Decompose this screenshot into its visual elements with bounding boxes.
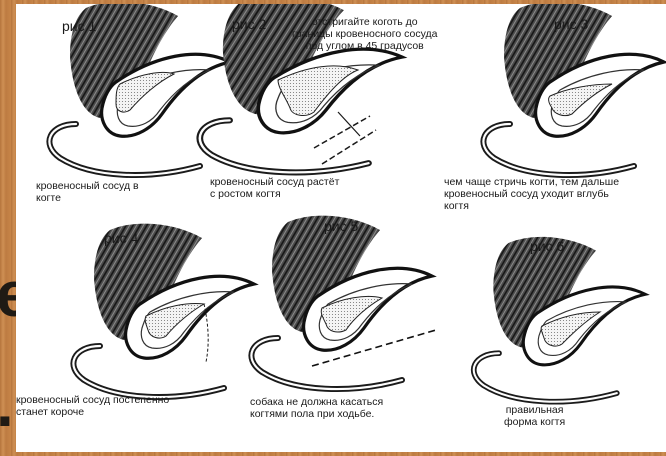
figure-4-caption-line-2: станет короче — [16, 406, 169, 418]
figure-6-label: рис 6 — [530, 238, 564, 254]
figure-1-caption: кровеносный сосуд в когте — [36, 180, 139, 204]
figure-6-caption-line-2: форма когтя — [504, 416, 565, 428]
figure-5-caption: собака не должна касаться когтями пола п… — [250, 396, 383, 420]
figure-4-caption: кровеносный сосуд постепенно станет коро… — [16, 394, 169, 418]
figure-2-note-line-1: отстригайте коготь до — [292, 16, 437, 28]
figure-3-caption-line-3: когтя — [444, 200, 619, 212]
claw-illustration-6 — [474, 237, 646, 402]
figure-5-label: рис 5 — [324, 218, 358, 234]
figure-2-note: отстригайте коготь до границы кровеносно… — [292, 16, 437, 52]
figure-1-label: рис 1 — [62, 18, 96, 34]
figure-6-caption: правильная форма когтя — [504, 404, 565, 428]
figure-3-caption-line-2: кровеносный сосуд уходит вглубь — [444, 188, 619, 200]
figure-6-caption-line-1: правильная — [504, 404, 565, 416]
background-glyph-dot: . — [0, 372, 14, 436]
claw-illustration-5 — [251, 216, 436, 389]
figure-2-label: рис 2 — [232, 16, 266, 32]
figure-2-caption-line-1: кровеносный сосуд растёт — [210, 176, 339, 188]
claw-illustration-4 — [73, 224, 254, 397]
figure-1-caption-line-1: кровеносный сосуд в — [36, 180, 139, 192]
figure-4-label: рис 4 — [104, 230, 138, 246]
figure-2-caption-line-2: с ростом когтя — [210, 188, 339, 200]
figure-2-note-line-2: границы кровеносного сосуда — [292, 28, 437, 40]
figure-4-caption-line-1: кровеносный сосуд постепенно — [16, 394, 169, 406]
claw-diagram-panel: рис 1 рис 2 рис 3 рис 4 рис 5 рис 6 отст… — [16, 4, 666, 452]
figure-3-label: рис 3 — [554, 16, 588, 32]
figure-2-caption: кровеносный сосуд растёт с ростом когтя — [210, 176, 339, 200]
figure-2-note-line-3: под углом в 45 градусов — [292, 40, 437, 52]
figure-5-caption-line-2: когтями пола при ходьбе. — [250, 408, 383, 420]
figure-3-caption: чем чаще стричь когти, тем дальше кровен… — [444, 176, 619, 212]
figure-3-caption-line-1: чем чаще стричь когти, тем дальше — [444, 176, 619, 188]
figure-1-caption-line-2: когте — [36, 192, 139, 204]
figure-5-caption-line-1: собака не должна касаться — [250, 396, 383, 408]
